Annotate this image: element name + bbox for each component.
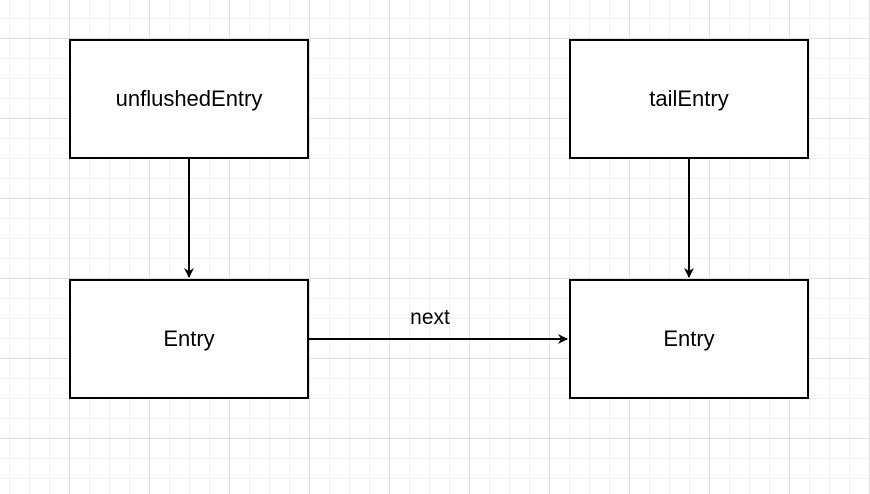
node-entry-left[interactable]: Entry xyxy=(69,279,309,399)
node-label: tailEntry xyxy=(649,86,729,111)
edge-label-next: next xyxy=(410,306,450,329)
node-entry-right[interactable]: Entry xyxy=(569,279,809,399)
node-label: Entry xyxy=(663,326,715,351)
node-label: unflushedEntry xyxy=(115,86,263,111)
node-unflushed-entry[interactable]: unflushedEntry xyxy=(69,39,309,159)
node-tail-entry[interactable]: tailEntry xyxy=(569,39,809,159)
node-label: Entry xyxy=(163,326,215,351)
